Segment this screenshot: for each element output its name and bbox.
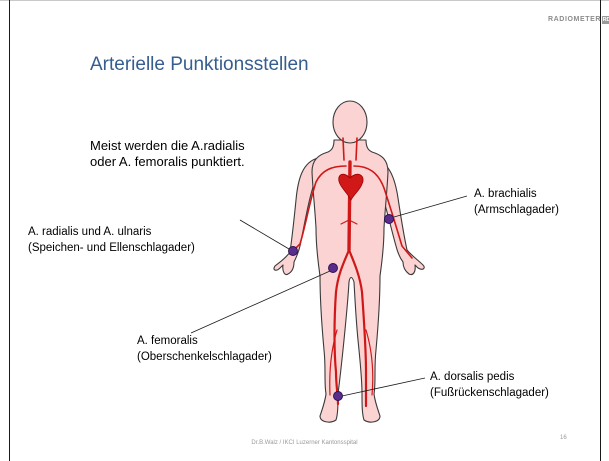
intro-line-2: oder A. femoralis punktiert. — [90, 154, 245, 170]
leader-line-dorsalis — [342, 378, 425, 396]
slide-footer: Dr.B.Walz / IKCI Luzerner Kantonsspital — [0, 440, 609, 446]
label-radialis-desc: (Speichen- und Ellenschlagader) — [28, 240, 195, 256]
label-femoralis-name: A. femoralis — [137, 333, 272, 349]
aorta — [349, 162, 350, 250]
label-femoralis: A. femoralis (Oberschenkelschlagader) — [137, 333, 272, 365]
label-dorsalis-name: A. dorsalis pedis — [430, 369, 549, 385]
puncture-point-radialis — [289, 247, 298, 256]
label-brachialis-desc: (Armschlagader) — [474, 202, 559, 218]
label-dorsalis-desc: (Fußrückenschlagader) — [430, 385, 549, 401]
intro-text: Meist werden die A.radialis oder A. femo… — [90, 138, 245, 170]
body-silhouette — [274, 101, 424, 422]
intro-line-1: Meist werden die A.radialis — [90, 138, 245, 154]
leader-line-femoralis — [191, 271, 330, 333]
label-brachialis: A. brachialis (Armschlagader) — [474, 186, 559, 218]
label-radialis: A. radialis und A. ulnaris (Speichen- un… — [28, 224, 195, 256]
head — [333, 101, 367, 143]
leader-line-brachialis — [394, 196, 467, 217]
leader-line-radialis — [240, 220, 289, 249]
label-dorsalis: A. dorsalis pedis (Fußrückenschlagader) — [430, 369, 549, 401]
label-brachialis-name: A. brachialis — [474, 186, 559, 202]
label-femoralis-desc: (Oberschenkelschlagader) — [137, 349, 272, 365]
puncture-point-dorsalis — [334, 392, 343, 401]
puncture-point-brachialis — [385, 215, 394, 224]
label-radialis-name: A. radialis und A. ulnaris — [28, 224, 195, 240]
page-number: 16 — [560, 435, 567, 441]
